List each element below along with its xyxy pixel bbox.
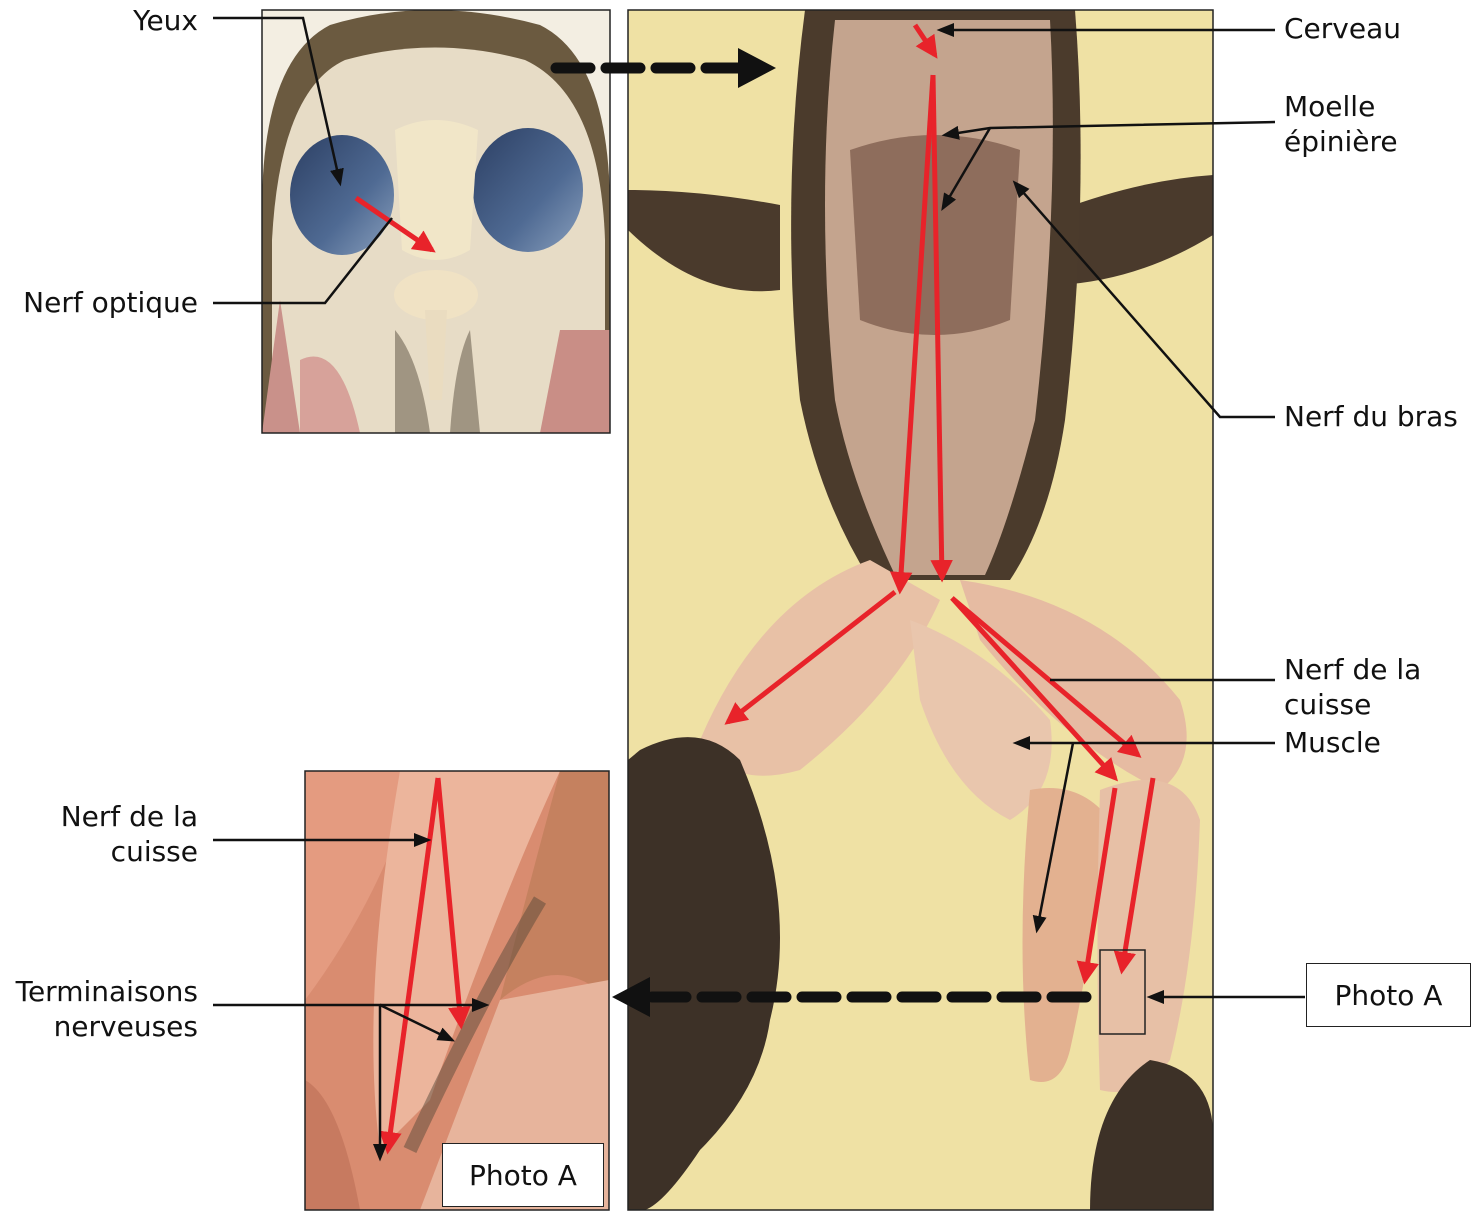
label-terminaisons-line1: Terminaisons (16, 975, 198, 1009)
label-moelle-line1: Moelle (1284, 90, 1375, 124)
label-yeux: Yeux (133, 4, 198, 38)
label-terminaisons-line2: nerveuses (54, 1010, 198, 1044)
label-nerf-bras: Nerf du bras (1284, 400, 1458, 434)
label-nerf-cuisse-line1: Nerf de la (1284, 653, 1421, 687)
label-cerveau: Cerveau (1284, 12, 1401, 46)
label-nerf-cuisse-line2: cuisse (1284, 688, 1371, 722)
frog-photo-panel (628, 10, 1213, 1211)
label-left-nerf-cuisse-line2: cuisse (111, 835, 198, 869)
label-inset-photo-a: Photo A (442, 1143, 604, 1207)
label-muscle: Muscle (1284, 726, 1381, 760)
label-left-nerf-cuisse-line1: Nerf de la (61, 800, 198, 834)
label-photo-a: Photo A (1306, 963, 1471, 1027)
label-moelle-line2: épinière (1284, 125, 1398, 159)
right-eye (473, 128, 583, 252)
label-nerf-optique: Nerf optique (23, 286, 198, 320)
